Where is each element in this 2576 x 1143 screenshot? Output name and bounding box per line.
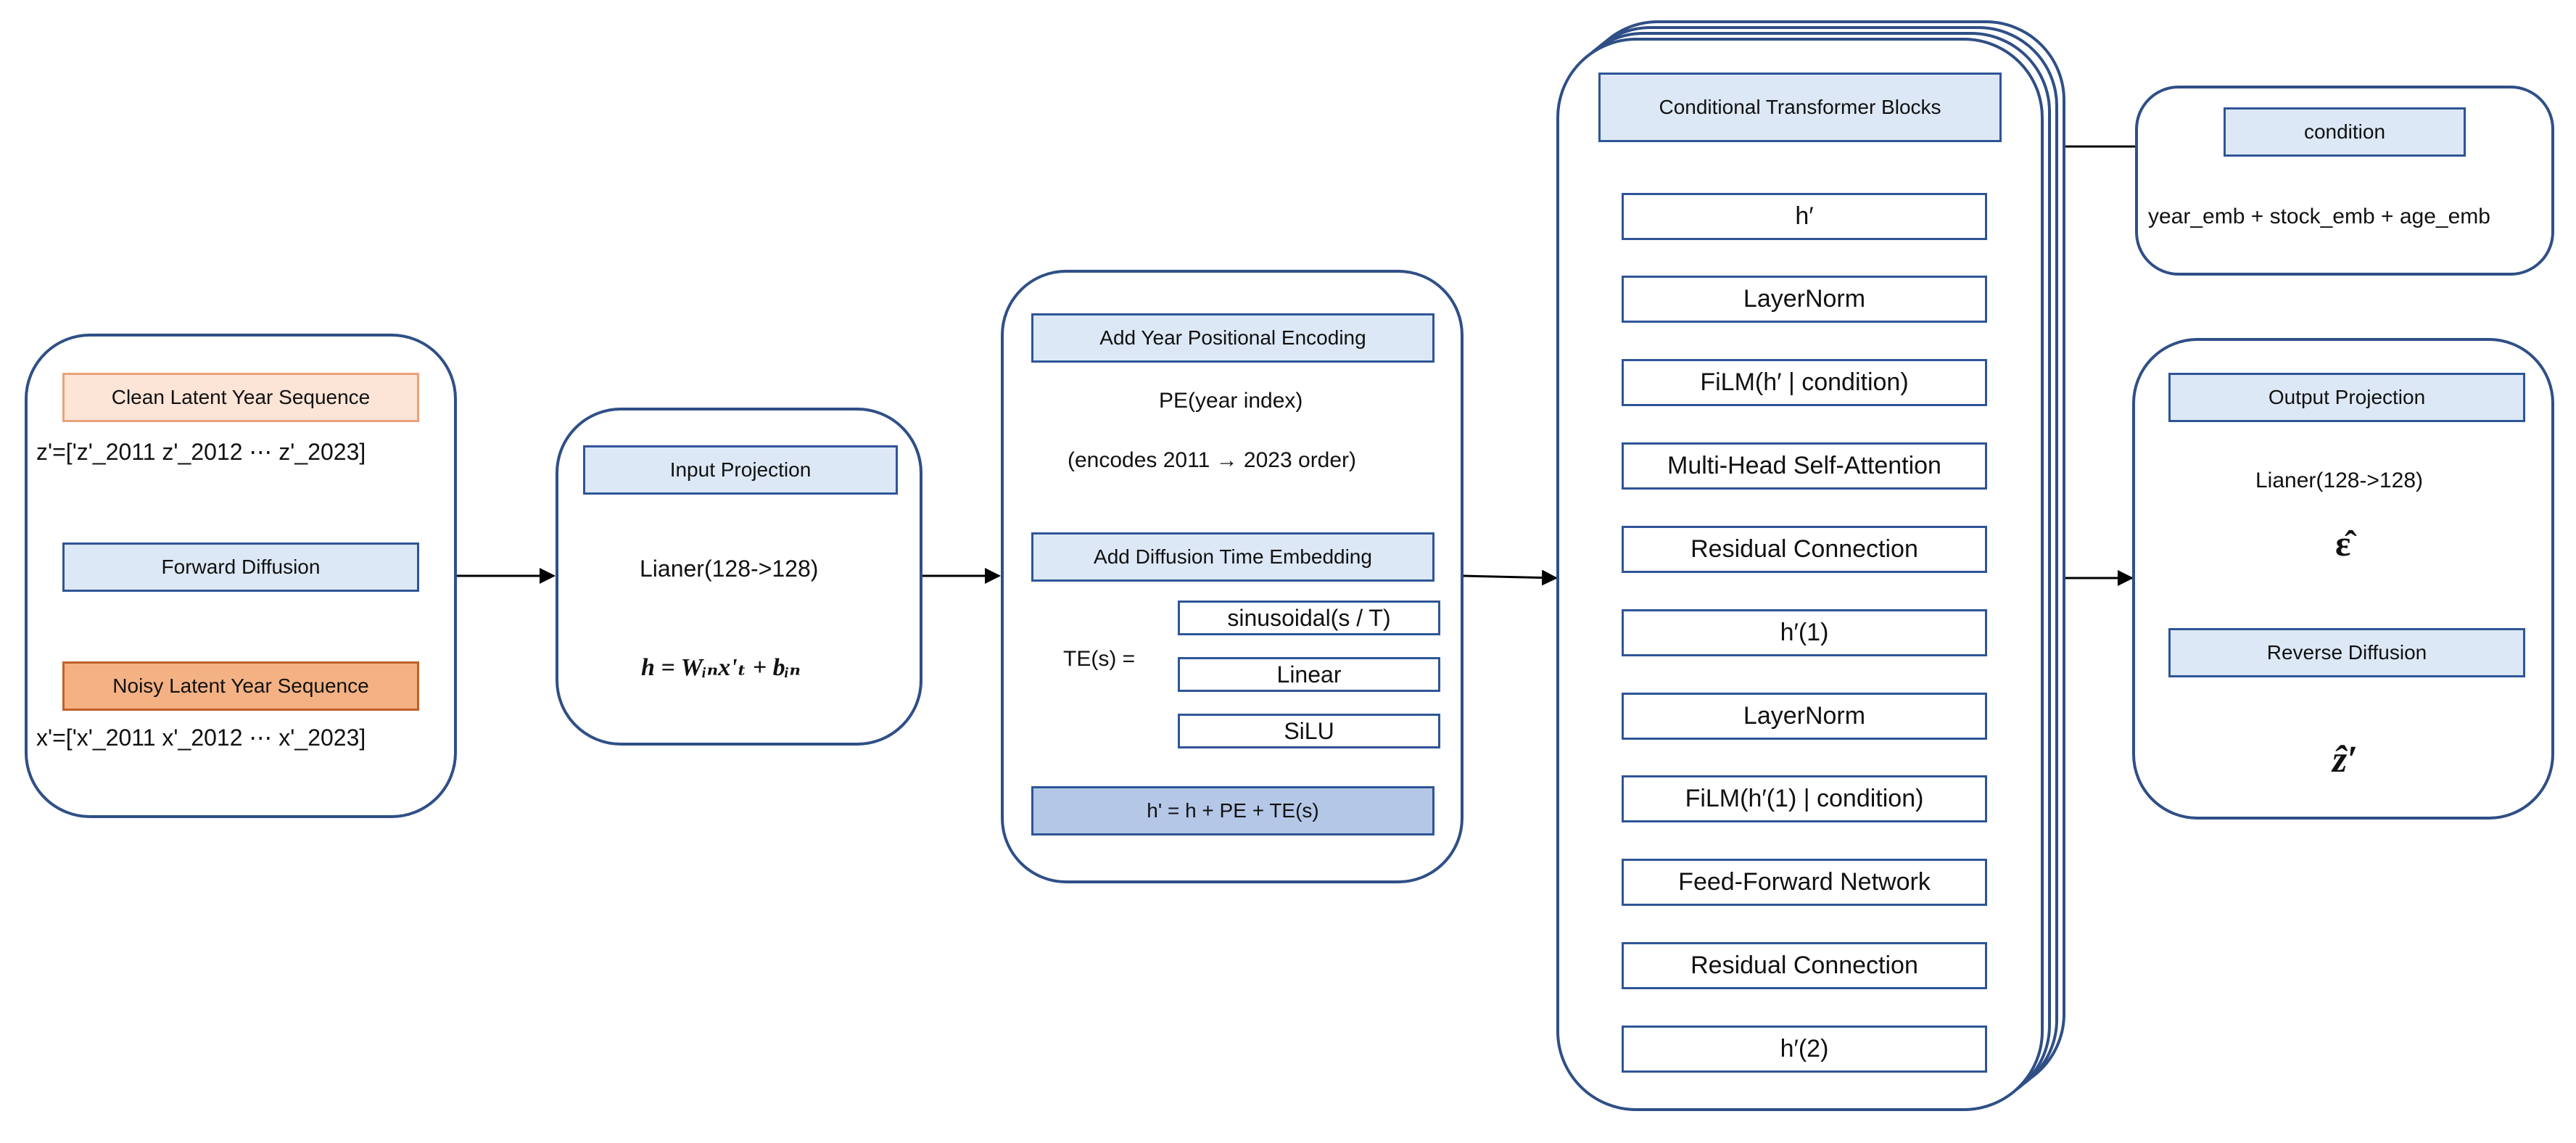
epsilon-hat-symbol: ε̂ [2335, 523, 2351, 564]
te-step-sinusoidal: sinusoidal(s / T) [1178, 601, 1440, 635]
te-step-silu: SiLU [1178, 714, 1440, 748]
te-title-box: Add Diffusion Time Embedding [1031, 532, 1434, 582]
clean-latent-sequence-box: Clean Latent Year Sequence [62, 373, 419, 422]
block-layernorm-2: LayerNorm [1622, 693, 1987, 740]
noisy-latent-sequence-box: Noisy Latent Year Sequence [62, 661, 419, 711]
reverse-diffusion-box: Reverse Diffusion [2168, 628, 2525, 677]
block-h-prime-1: h′(1) [1622, 609, 1987, 656]
te-step-linear: Linear [1178, 657, 1440, 692]
condition-formula: year_emb + stock_emb + age_emb [2148, 205, 2490, 228]
block-layernorm-1: LayerNorm [1622, 276, 1987, 323]
sum-box: h' = h + PE + TE(s) [1031, 786, 1434, 835]
block-h-prime-2: h′(2) [1622, 1026, 1987, 1073]
block-film-1: FiLM(h′ | condition) [1622, 359, 1987, 406]
pe-note: (encodes 2011 → 2023 order) [1068, 448, 1357, 472]
projection-linear-label: Lianer(128->128) [640, 556, 819, 582]
block-feed-forward: Feed-Forward Network [1622, 859, 1987, 906]
te-label: TE(s) = [1063, 647, 1136, 671]
condition-title-box: condition [2224, 107, 2466, 157]
block-self-attention: Multi-Head Self-Attention [1622, 442, 1987, 490]
x-sequence-text: x'=['x'_2011 x'_2012 ⋯ x'_2023] [36, 725, 366, 751]
block-film-2: FiLM(h′(1) | condition) [1622, 775, 1987, 822]
z-sequence-text: z'=['z'_2011 z'_2012 ⋯ z'_2023] [36, 439, 366, 465]
block-h-prime: h′ [1622, 193, 1987, 240]
projection-equation: h = Wᵢₙx'ₜ + bᵢₙ [641, 654, 801, 681]
z-hat-symbol: ẑ′ [2332, 739, 2358, 780]
block-residual-1: Residual Connection [1622, 526, 1987, 573]
output-projection-title: Output Projection [2168, 373, 2525, 422]
arrow-embedding-to-transformer [1463, 569, 1558, 586]
input-projection-title: Input Projection [583, 445, 898, 495]
pe-title-box: Add Year Positional Encoding [1031, 313, 1434, 363]
block-residual-2: Residual Connection [1622, 942, 1987, 989]
pe-formula: PE(year index) [1159, 389, 1303, 413]
output-linear-label: Lianer(128->128) [2255, 469, 2423, 492]
forward-diffusion-box: Forward Diffusion [62, 542, 419, 592]
transformer-title-box: Conditional Transformer Blocks [1598, 73, 2002, 142]
